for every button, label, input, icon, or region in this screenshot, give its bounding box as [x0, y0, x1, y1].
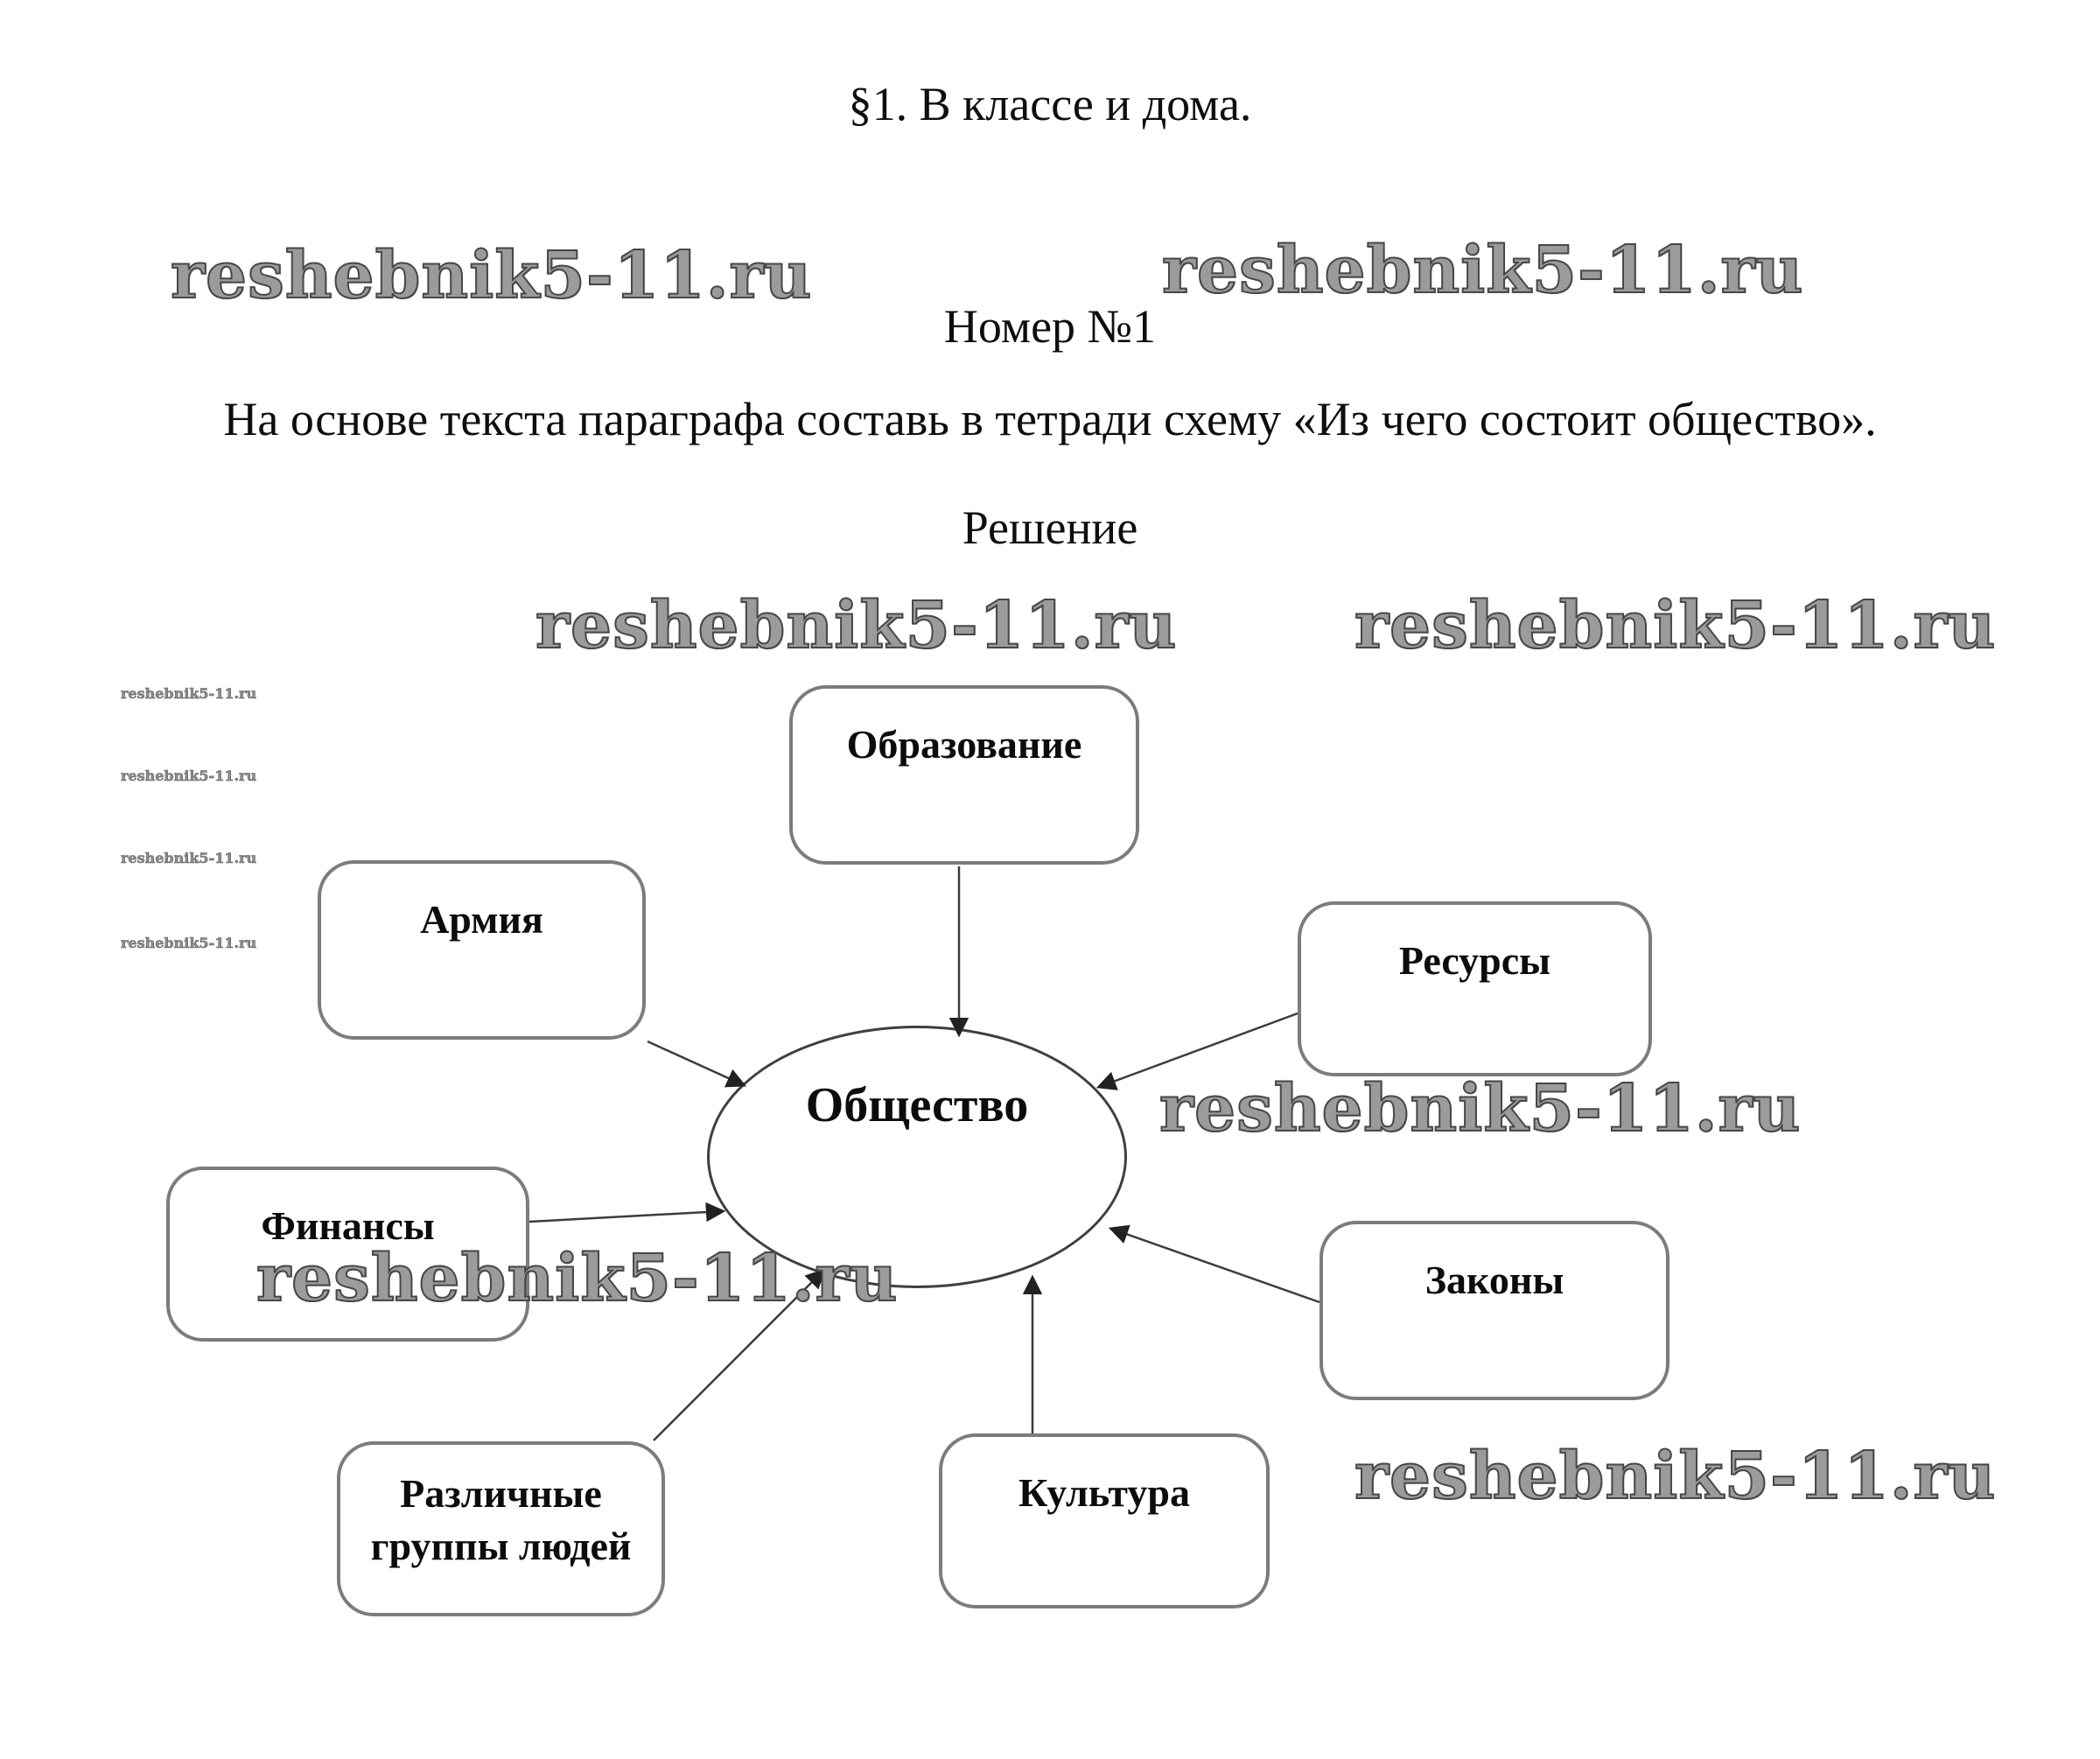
node-culture: Культура — [939, 1433, 1270, 1608]
watermark: reshebnik5-11.ru — [1354, 588, 1997, 663]
node-finance: Финансы — [166, 1167, 529, 1342]
watermark: reshebnik5-11.ru — [1161, 233, 1804, 308]
node-army-label: Армия — [420, 897, 543, 942]
page-title: §1. В классе и дома. — [848, 78, 1252, 130]
watermark: reshebnik5-11.ru — [1354, 1439, 1997, 1514]
node-resources: Ресурсы — [1298, 901, 1652, 1076]
watermark: reshebnik5-11.ru — [256, 1241, 899, 1316]
node-people-groups: Различные группы людей — [337, 1441, 665, 1616]
arrow-laws-to-society — [1108, 1224, 1320, 1304]
center-ellipse-label: Общество — [805, 1078, 1029, 1132]
node-laws: Законы — [1320, 1221, 1670, 1400]
watermark-small: reshebnik5-11.ru — [121, 850, 257, 866]
solution-label: Решение — [962, 501, 1138, 554]
node-finance-label: Финансы — [261, 1203, 435, 1248]
watermark-small: reshebnik5-11.ru — [121, 935, 257, 951]
node-laws-label: Законы — [1424, 1258, 1564, 1302]
node-education-label: Образование — [846, 722, 1082, 767]
watermark: reshebnik5-11.ru — [170, 238, 813, 313]
task-text: На основе текста параграфа составь в тет… — [223, 393, 1877, 445]
center-ellipse-society: Общество — [707, 1026, 1127, 1288]
node-resources-label: Ресурсы — [1398, 938, 1551, 983]
watermark-small: reshebnik5-11.ru — [121, 767, 257, 784]
arrow-finance-to-society — [528, 1202, 726, 1223]
node-education: Образование — [789, 685, 1139, 865]
watermark: reshebnik5-11.ru — [1158, 1071, 1802, 1146]
node-people-groups-label: Различные группы людей — [370, 1471, 632, 1568]
node-army: Армия — [318, 860, 646, 1040]
node-culture-label: Культура — [1018, 1470, 1191, 1515]
watermark-small: reshebnik5-11.ru — [121, 685, 257, 702]
task-number: Номер №1 — [943, 300, 1157, 353]
watermark: reshebnik5-11.ru — [535, 588, 1178, 663]
